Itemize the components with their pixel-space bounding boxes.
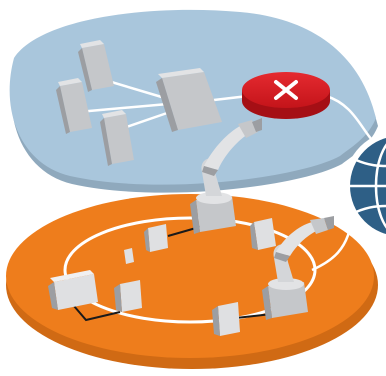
industrial-robot-arm-icon xyxy=(262,216,334,320)
server-icon xyxy=(56,78,92,134)
io-module-icon xyxy=(250,218,276,250)
io-module-icon xyxy=(114,280,142,312)
io-module-icon xyxy=(124,248,134,264)
industrial-robot-arm-icon xyxy=(190,118,262,234)
globe-icon xyxy=(344,131,386,241)
server-icon xyxy=(78,40,114,92)
firewall-icon xyxy=(242,72,330,119)
wan-link xyxy=(311,213,354,272)
server-icon xyxy=(100,110,134,166)
io-module-icon xyxy=(144,224,168,252)
io-module-icon xyxy=(212,302,240,336)
x-mark-icon xyxy=(274,80,298,100)
network-switch-icon xyxy=(156,68,222,132)
controller-icon xyxy=(48,270,98,310)
